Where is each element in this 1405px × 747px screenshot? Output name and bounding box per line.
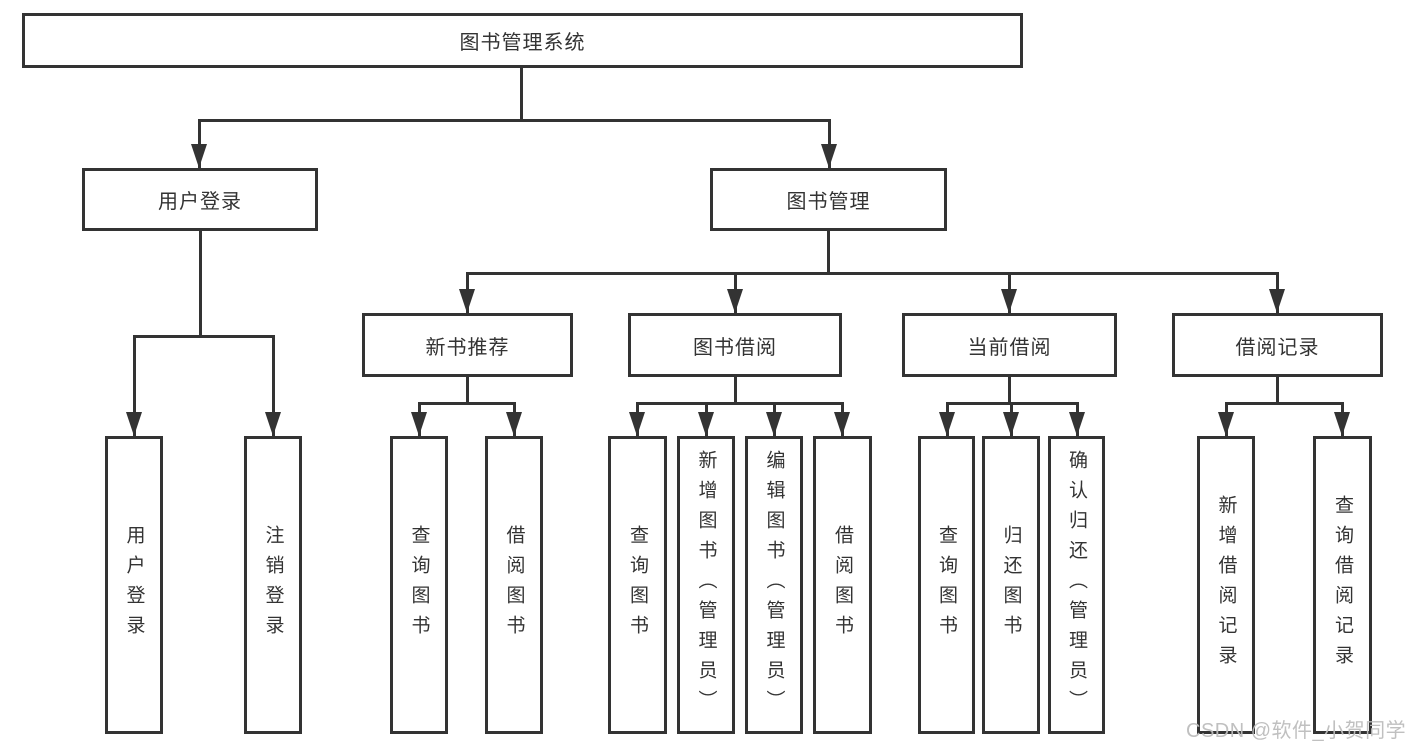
node-borrow-records: 借阅记录 — [1172, 313, 1383, 377]
node-book-management: 图书管理 — [710, 168, 947, 231]
node-book-borrow: 图书借阅 — [628, 313, 842, 377]
node-leaf-add-book-admin: 新增图书（管理员） — [677, 436, 735, 734]
node-leaf-user-login: 用户登录 — [105, 436, 163, 734]
node-root-system: 图书管理系统 — [22, 13, 1023, 68]
arrowhead-icon-9 — [506, 412, 522, 436]
connector-hline-19 — [635, 401, 844, 405]
arrowhead-icon-14 — [939, 412, 955, 436]
connector-vline-6 — [132, 336, 136, 436]
arrowhead-icon-16 — [1069, 412, 1085, 436]
node-leaf-borrow-book-2: 借阅图书 — [813, 436, 872, 734]
arrowhead-icon-1 — [821, 144, 837, 168]
node-label: 借阅记录 — [1235, 336, 1320, 359]
arrowhead-icon-3 — [265, 412, 281, 436]
node-label: 查询图书 — [936, 525, 957, 645]
connector-hline-15 — [417, 401, 516, 405]
connector-hline-9 — [465, 271, 1279, 275]
node-leaf-query-book-3: 查询图书 — [918, 436, 975, 734]
node-label: 归还图书 — [1000, 525, 1022, 645]
arrowhead-icon-6 — [1001, 289, 1017, 313]
arrowhead-icon-15 — [1003, 412, 1019, 436]
arrowhead-icon-7 — [1269, 289, 1285, 313]
node-leaf-borrow-book-1: 借阅图书 — [485, 436, 543, 734]
node-label: 借阅图书 — [832, 525, 853, 645]
connector-vline-8 — [826, 231, 830, 273]
node-label: 借阅图书 — [503, 525, 525, 645]
connector-vline-18 — [733, 377, 737, 403]
arrowhead-icon-0 — [191, 144, 207, 168]
node-label: 查询图书 — [627, 525, 648, 645]
watermark-text: CSDN @软件_小贺同学 — [1186, 720, 1405, 742]
node-label: 新增图书（管理员） — [695, 450, 717, 720]
node-leaf-query-borrow-record: 查询借阅记录 — [1313, 436, 1372, 734]
connector-vline-0 — [519, 68, 523, 120]
connector-hline-1 — [197, 118, 831, 122]
connector-hline-5 — [132, 334, 275, 338]
node-label: 确认归还（管理员） — [1066, 450, 1087, 720]
connector-hline-30 — [1224, 401, 1344, 405]
node-label: 编辑图书（管理员） — [763, 450, 785, 720]
node-label: 新增借阅记录 — [1215, 495, 1237, 675]
arrowhead-icon-11 — [698, 412, 714, 436]
node-label: 查询借阅记录 — [1332, 495, 1353, 675]
node-leaf-add-borrow-record: 新增借阅记录 — [1197, 436, 1255, 734]
node-label: 用户登录 — [123, 525, 145, 645]
node-leaf-logout: 注销登录 — [244, 436, 302, 734]
node-label: 注销登录 — [262, 525, 284, 645]
arrowhead-icon-2 — [126, 412, 142, 436]
connector-vline-29 — [1275, 377, 1279, 403]
node-leaf-query-book-1: 查询图书 — [390, 436, 448, 734]
arrowhead-icon-5 — [727, 289, 743, 313]
connector-vline-7 — [271, 336, 275, 436]
connector-vline-4 — [198, 231, 202, 336]
node-label: 新书推荐 — [425, 336, 510, 359]
arrowhead-icon-17 — [1218, 412, 1234, 436]
node-leaf-query-book-2: 查询图书 — [608, 436, 667, 734]
node-label: 图书管理 — [786, 191, 871, 213]
arrowhead-icon-8 — [411, 412, 427, 436]
node-label: 图书管理系统 — [459, 32, 586, 54]
node-current-borrow: 当前借阅 — [902, 313, 1117, 377]
arrowhead-icon-18 — [1334, 412, 1350, 436]
connector-vline-14 — [465, 377, 469, 403]
node-leaf-confirm-return: 确认归还（管理员） — [1048, 436, 1105, 734]
node-label: 查询图书 — [408, 525, 430, 645]
node-new-book-recommend: 新书推荐 — [362, 313, 573, 377]
node-user-login: 用户登录 — [82, 168, 318, 231]
connector-vline-24 — [1007, 377, 1011, 403]
node-label: 图书借阅 — [693, 336, 777, 359]
arrowhead-icon-13 — [834, 412, 850, 436]
node-leaf-edit-book-admin: 编辑图书（管理员） — [745, 436, 803, 734]
arrowhead-icon-10 — [629, 412, 645, 436]
node-label: 用户登录 — [158, 191, 242, 213]
arrowhead-icon-4 — [459, 289, 475, 313]
node-label: 当前借阅 — [967, 336, 1052, 359]
arrowhead-icon-12 — [766, 412, 782, 436]
node-leaf-return-book: 归还图书 — [982, 436, 1040, 734]
